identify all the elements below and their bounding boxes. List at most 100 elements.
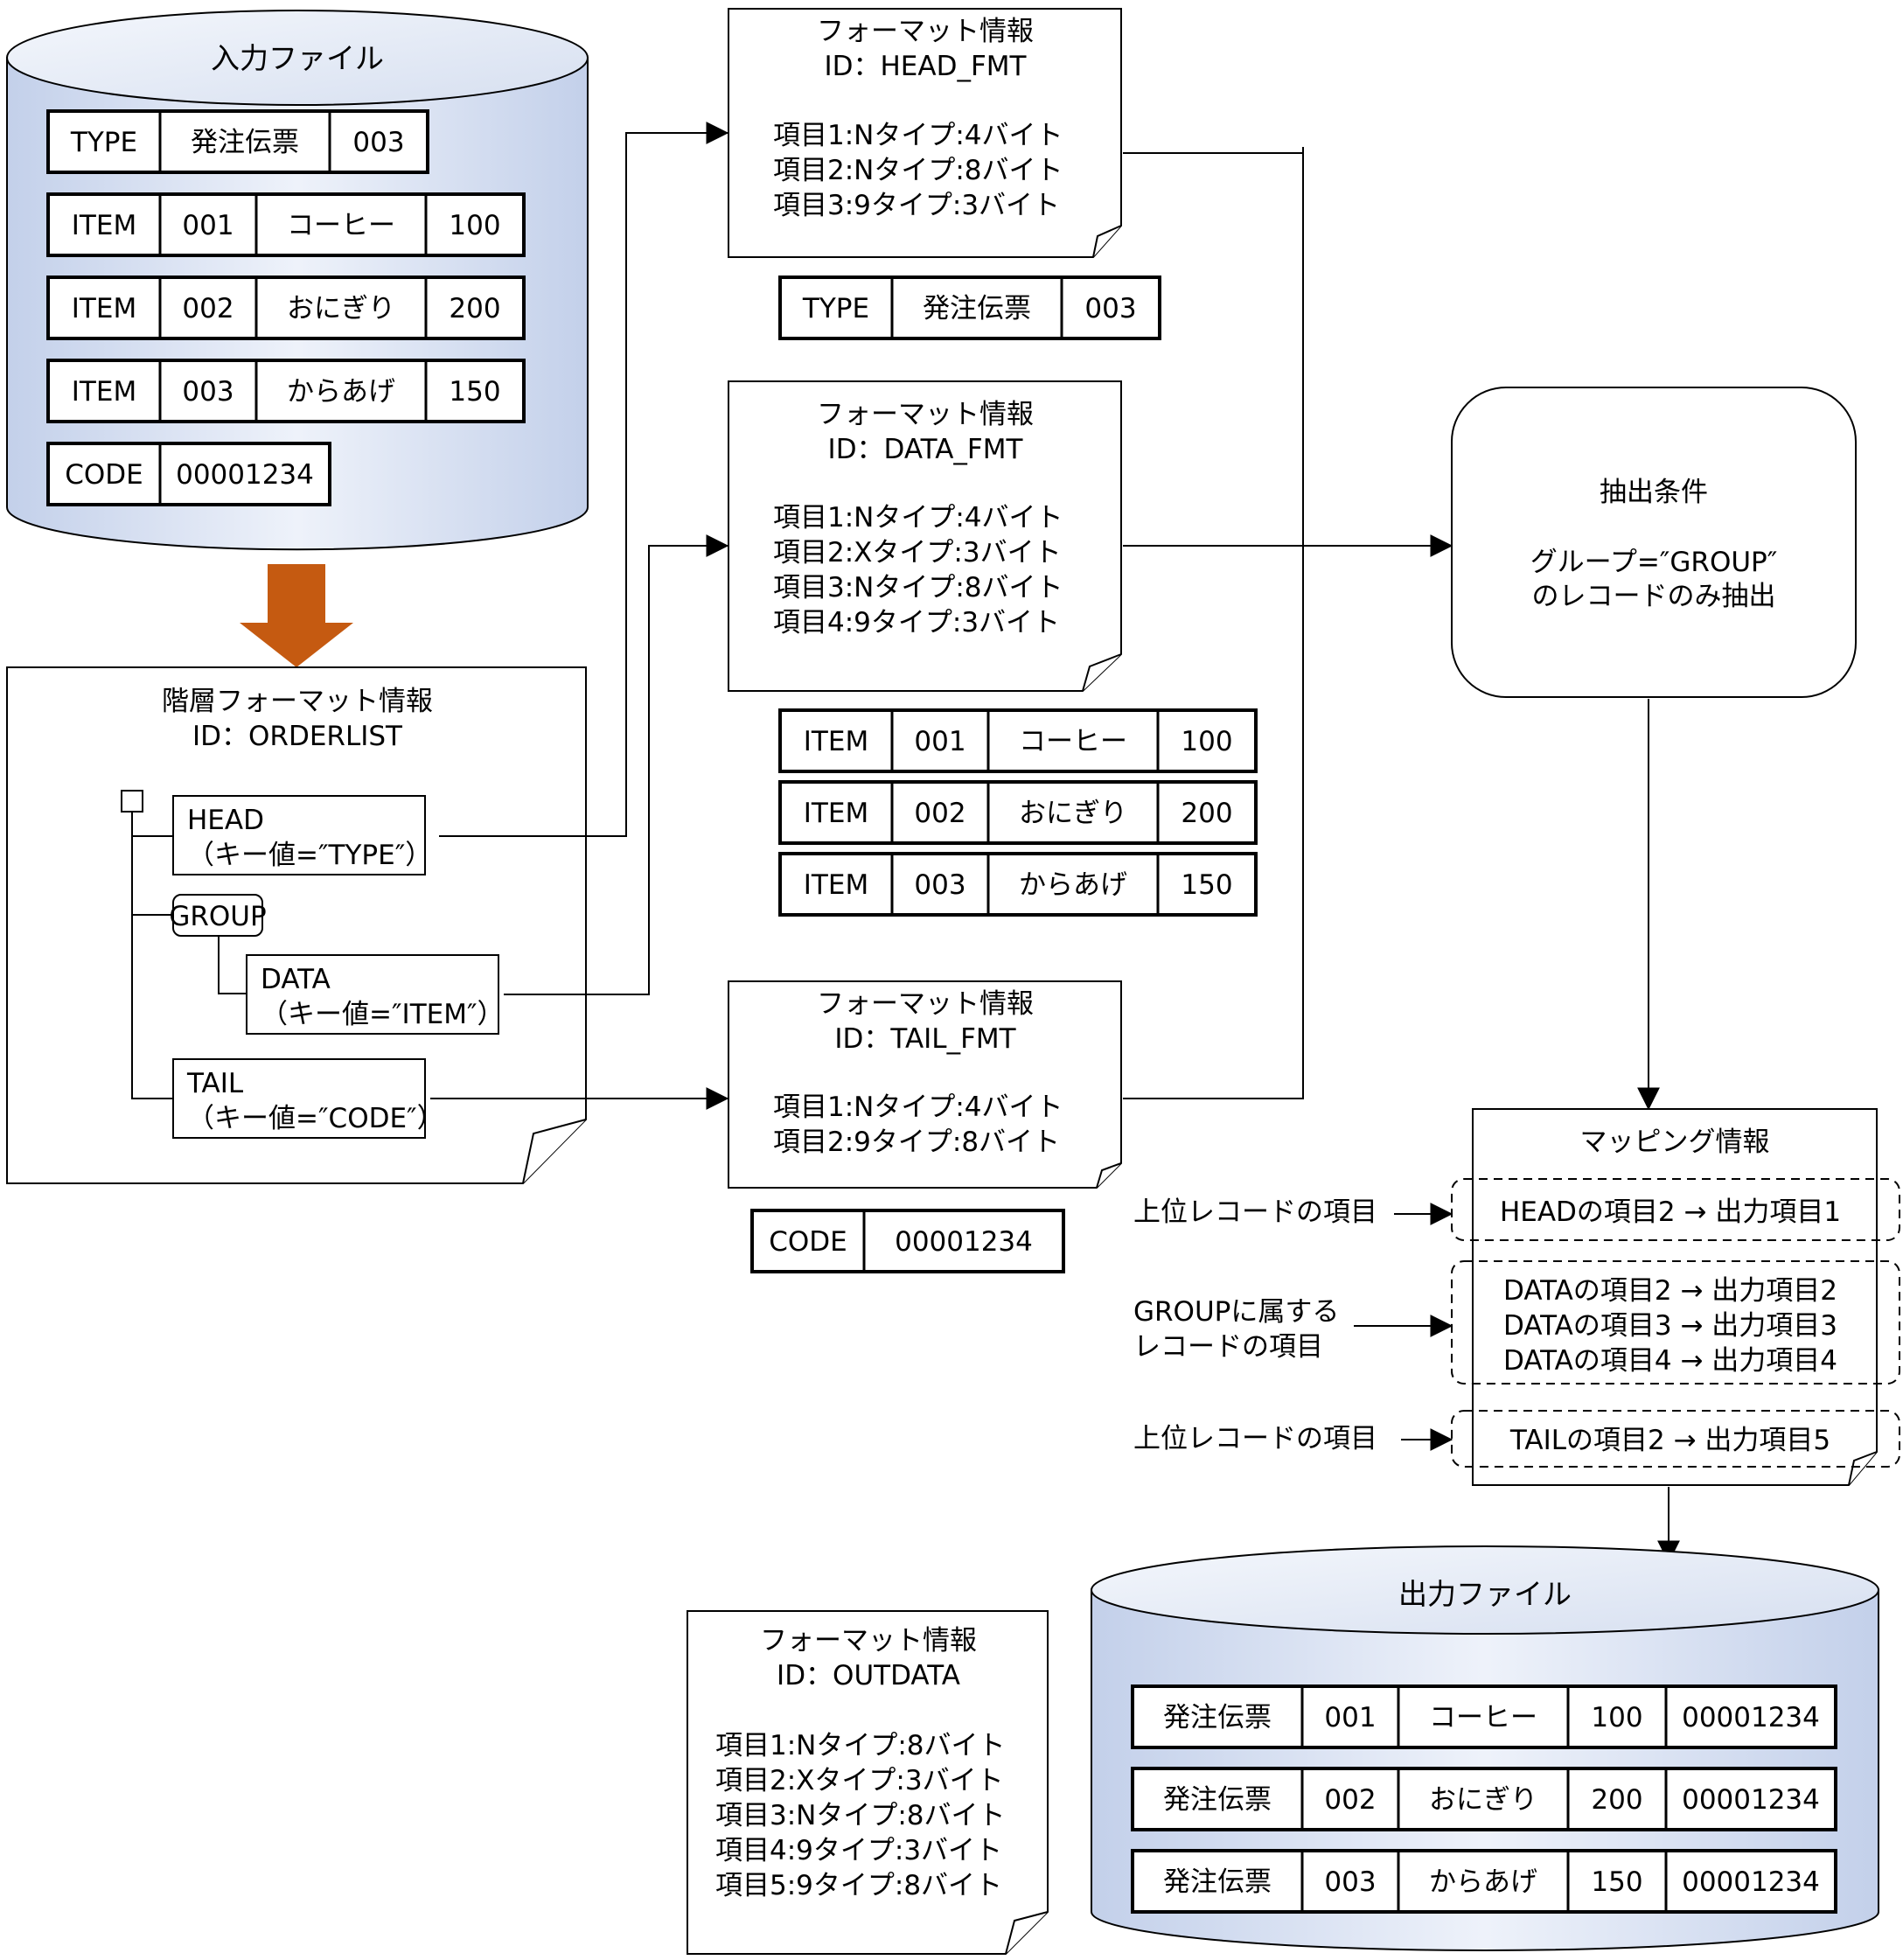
- tail-fmt-item: 項目1:Nタイプ:4バイト: [773, 1092, 1063, 1123]
- extract-condition-title: 抽出条件: [1600, 477, 1708, 508]
- data-fmt-record-row-cell: 200: [1181, 798, 1232, 829]
- label-group-records-1: GROUPに属する: [1133, 1296, 1339, 1328]
- data-fmt-record-row-cell: 003: [914, 869, 965, 901]
- output-record-row-cell: 00001234: [1682, 1702, 1820, 1733]
- data-fmt-item: 項目1:Nタイプ:4バイト: [773, 502, 1063, 534]
- mapping-head-rule: HEADの項目2 → 出力項目1: [1500, 1196, 1841, 1228]
- output-cylinder-top: [1091, 1545, 1879, 1635]
- data-fmt-item: 項目2:Xタイプ:3バイト: [773, 537, 1062, 568]
- input-record-row-cell: ITEM: [72, 293, 136, 324]
- head-fmt-record-row-cell: TYPE: [802, 293, 869, 324]
- tail-fmt-item: 項目2:9タイプ:8バイト: [773, 1126, 1060, 1158]
- tail-format-document: フォーマット情報 ID：TAIL_FMT 項目1:Nタイプ:4バイト項目2:9タ…: [728, 980, 1122, 1189]
- output-record-row-cell: 002: [1324, 1784, 1376, 1816]
- input-record-row-cell: TYPE: [70, 127, 137, 158]
- tail-node-name: TAIL: [186, 1068, 244, 1099]
- head-fmt-id: ID：HEAD_FMT: [824, 51, 1027, 82]
- head-fmt-record-row-frame: [778, 276, 1161, 340]
- tail-fmt-record-row-cell: 00001234: [895, 1226, 1033, 1258]
- label-upper-record-2: 上位レコードの項目: [1133, 1423, 1377, 1454]
- output-format-document: フォーマット情報 ID：OUTDATA 項目1:Nタイプ:8バイト項目2:Xタイ…: [687, 1610, 1049, 1955]
- data-node-key: （キー値=″ITEM″）: [261, 999, 505, 1030]
- out-fmt-doc-fold: [1005, 1911, 1049, 1955]
- input-record-row-frame: [46, 276, 526, 340]
- input-cylinder-top: [6, 10, 589, 106]
- output-record-row-cell: 100: [1591, 1702, 1642, 1733]
- head-fmt-title: フォーマット情報: [817, 16, 1034, 47]
- mapping-data-group: [1451, 1260, 1900, 1385]
- extract-condition-line-1: グループ=″GROUP″: [1530, 547, 1778, 578]
- tree-trunk-line: [131, 812, 173, 1099]
- out-fmt-items: 項目1:Nタイプ:8バイト項目2:Xタイプ:3バイト項目3:Nタイプ:8バイト項…: [715, 1730, 1006, 1901]
- head-node-name: HEAD: [187, 805, 264, 836]
- hierarchy-title: 階層フォーマット情報: [162, 686, 433, 717]
- input-record-row-cell: コーヒー: [287, 210, 395, 241]
- data-fmt-record-row-cell: おにぎり: [1019, 798, 1127, 829]
- input-record-row-cell: 200: [449, 293, 500, 324]
- input-record-row-cell: ITEM: [72, 376, 136, 408]
- data-fmt-item: 項目4:9タイプ:3バイト: [773, 607, 1060, 638]
- head-fmt-doc-fold: [1092, 225, 1122, 258]
- head-fmt-item: 項目2:Nタイプ:8バイト: [773, 155, 1063, 186]
- output-record-row-cell: 150: [1591, 1866, 1642, 1898]
- data-fmt-id: ID：DATA_FMT: [828, 434, 1024, 465]
- out-fmt-item: 項目1:Nタイプ:8バイト: [715, 1730, 1006, 1761]
- tail-fmt-record-row-frame: [750, 1209, 1065, 1273]
- head-node-key: （キー値=″TYPE″）: [187, 840, 432, 871]
- out-fmt-item: 項目4:9タイプ:3バイト: [715, 1835, 1002, 1866]
- input-record-row-cell: 003: [182, 376, 234, 408]
- mapping-data-rule-2: DATAの項目3 → 出力項目3: [1503, 1310, 1837, 1342]
- mapping-data-rule-3: DATAの項目4 → 出力項目4: [1503, 1345, 1837, 1377]
- extract-condition-box: 抽出条件 グループ=″GROUP″ のレコードのみ抽出: [1451, 387, 1857, 698]
- group-node-label: GROUP: [169, 901, 266, 932]
- tail-fmt-id: ID：TAIL_FMT: [834, 1023, 1016, 1055]
- input-record-row-cell: 100: [449, 210, 500, 241]
- tail-fmt-record-row-cell: CODE: [769, 1226, 847, 1258]
- tree-group-branch-line: [218, 930, 247, 994]
- output-record-row-cell: 001: [1324, 1702, 1376, 1733]
- out-fmt-item: 項目3:Nタイプ:8バイト: [715, 1800, 1006, 1831]
- data-fmt-items: 項目1:Nタイプ:4バイト項目2:Xタイプ:3バイト項目3:Nタイプ:8バイト項…: [773, 502, 1063, 638]
- output-record-row-frame: [1131, 1849, 1837, 1914]
- output-record-row-cell: 発注伝票: [1163, 1702, 1272, 1733]
- data-node-name: DATA: [261, 964, 331, 995]
- tail-fmt-record-row: CODE 00001234: [750, 1209, 1065, 1273]
- group-node: [172, 894, 263, 937]
- data-fmt-title: フォーマット情報: [817, 399, 1034, 430]
- data-fmt-record-row-cell: からあげ: [1019, 869, 1127, 901]
- input-record-row-cell: CODE: [65, 459, 143, 491]
- data-fmt-record-row-frame: [778, 852, 1258, 917]
- mapping-tail-rule: TAILの項目2 → 出力項目5: [1509, 1425, 1830, 1456]
- data-fmt-record-row-cell: 001: [914, 726, 965, 757]
- output-record-row-cell: コーヒー: [1429, 1702, 1537, 1733]
- data-fmt-record-row-cell: ITEM: [804, 726, 868, 757]
- out-fmt-item: 項目2:Xタイプ:3バイト: [715, 1765, 1004, 1796]
- input-record-row-cell: ITEM: [72, 210, 136, 241]
- head-fmt-record-row-cell: 発注伝票: [923, 293, 1031, 324]
- connector-head-to-headfmt: [439, 122, 729, 837]
- head-fmt-item: 項目3:9タイプ:3バイト: [773, 190, 1060, 221]
- tail-node: [172, 1058, 426, 1139]
- connector-headfmt-to-bus: [1123, 147, 1304, 1099]
- data-format-document: フォーマット情報 ID：DATA_FMT 項目1:Nタイプ:4バイト項目2:Xタ…: [728, 380, 1122, 692]
- output-record-row-cell: 003: [1324, 1866, 1376, 1898]
- input-record-row-cell: 150: [449, 376, 500, 408]
- hierarchy-format-document: 階層フォーマット情報 ID：ORDERLIST HEAD （キー値=″TYPE″…: [6, 666, 587, 1184]
- input-record-row-cell: おにぎり: [287, 293, 395, 324]
- data-node: [246, 954, 499, 1035]
- input-record-row-cell: 002: [182, 293, 234, 324]
- extract-condition-shape: [1451, 387, 1857, 698]
- out-fmt-title: フォーマット情報: [760, 1625, 977, 1657]
